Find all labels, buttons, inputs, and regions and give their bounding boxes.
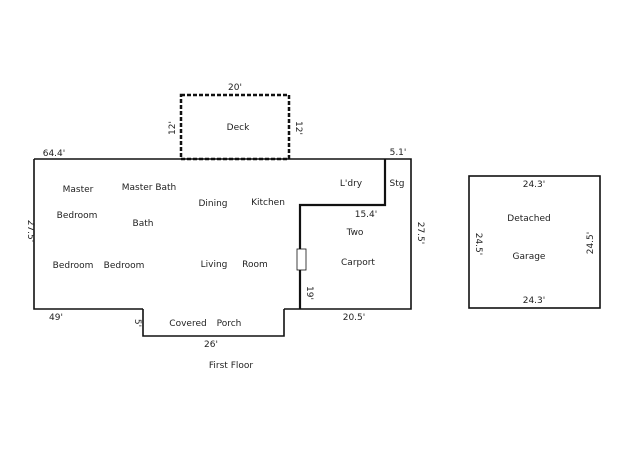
room-bedroom-3: Bedroom xyxy=(104,261,145,271)
stg-width-label: 5.1' xyxy=(390,148,407,158)
room-living: Living xyxy=(201,260,228,270)
garage-outline xyxy=(468,175,601,309)
floor-title: First Floor xyxy=(209,361,253,371)
room-master: Master xyxy=(63,185,94,195)
garage-left-label: 24.5' xyxy=(473,233,483,256)
garage-bottom-label: 24.3' xyxy=(523,296,546,306)
room-kitchen: Kitchen xyxy=(251,198,285,208)
deck-label: Deck xyxy=(227,123,250,133)
carport-top-label: 15.4' xyxy=(355,210,378,220)
garage-right-label: 24.5' xyxy=(586,232,596,255)
house-outline xyxy=(33,158,412,310)
porch-outline xyxy=(142,309,285,337)
garage-detached-label: Detached xyxy=(507,214,550,224)
bottom-right-label: 20.5' xyxy=(343,313,366,323)
room-room: Room xyxy=(242,260,268,270)
room-carport: Carport xyxy=(341,258,375,268)
room-storage: Stg xyxy=(390,179,405,189)
deck-right-label: 12' xyxy=(293,121,303,135)
bottom-left-label: 49' xyxy=(49,313,63,323)
room-two: Two xyxy=(346,228,364,238)
deck-left-label: 12' xyxy=(168,121,178,135)
porch-covered-label: Covered xyxy=(169,319,206,329)
room-bedroom-1: Bedroom xyxy=(57,211,98,221)
porch-depth-label: 5' xyxy=(132,319,142,327)
room-master-bath: Master Bath xyxy=(122,183,177,193)
carport-small-label: 19' xyxy=(304,286,314,300)
porch-label: Porch xyxy=(217,319,242,329)
garage-top-label: 24.3' xyxy=(523,180,546,190)
room-dining: Dining xyxy=(198,199,227,209)
door xyxy=(296,248,307,271)
room-bedroom-2: Bedroom xyxy=(53,261,94,271)
top-length-label: 64.4' xyxy=(43,149,66,159)
right-side-label: 27.5' xyxy=(415,222,425,245)
left-side-label: 27.5' xyxy=(25,220,35,243)
room-laundry: L'dry xyxy=(340,179,363,189)
garage-garage-label: Garage xyxy=(513,252,546,262)
porch-width-label: 26' xyxy=(204,340,218,350)
room-bath: Bath xyxy=(133,219,154,229)
deck-width-label: 20' xyxy=(228,83,242,93)
